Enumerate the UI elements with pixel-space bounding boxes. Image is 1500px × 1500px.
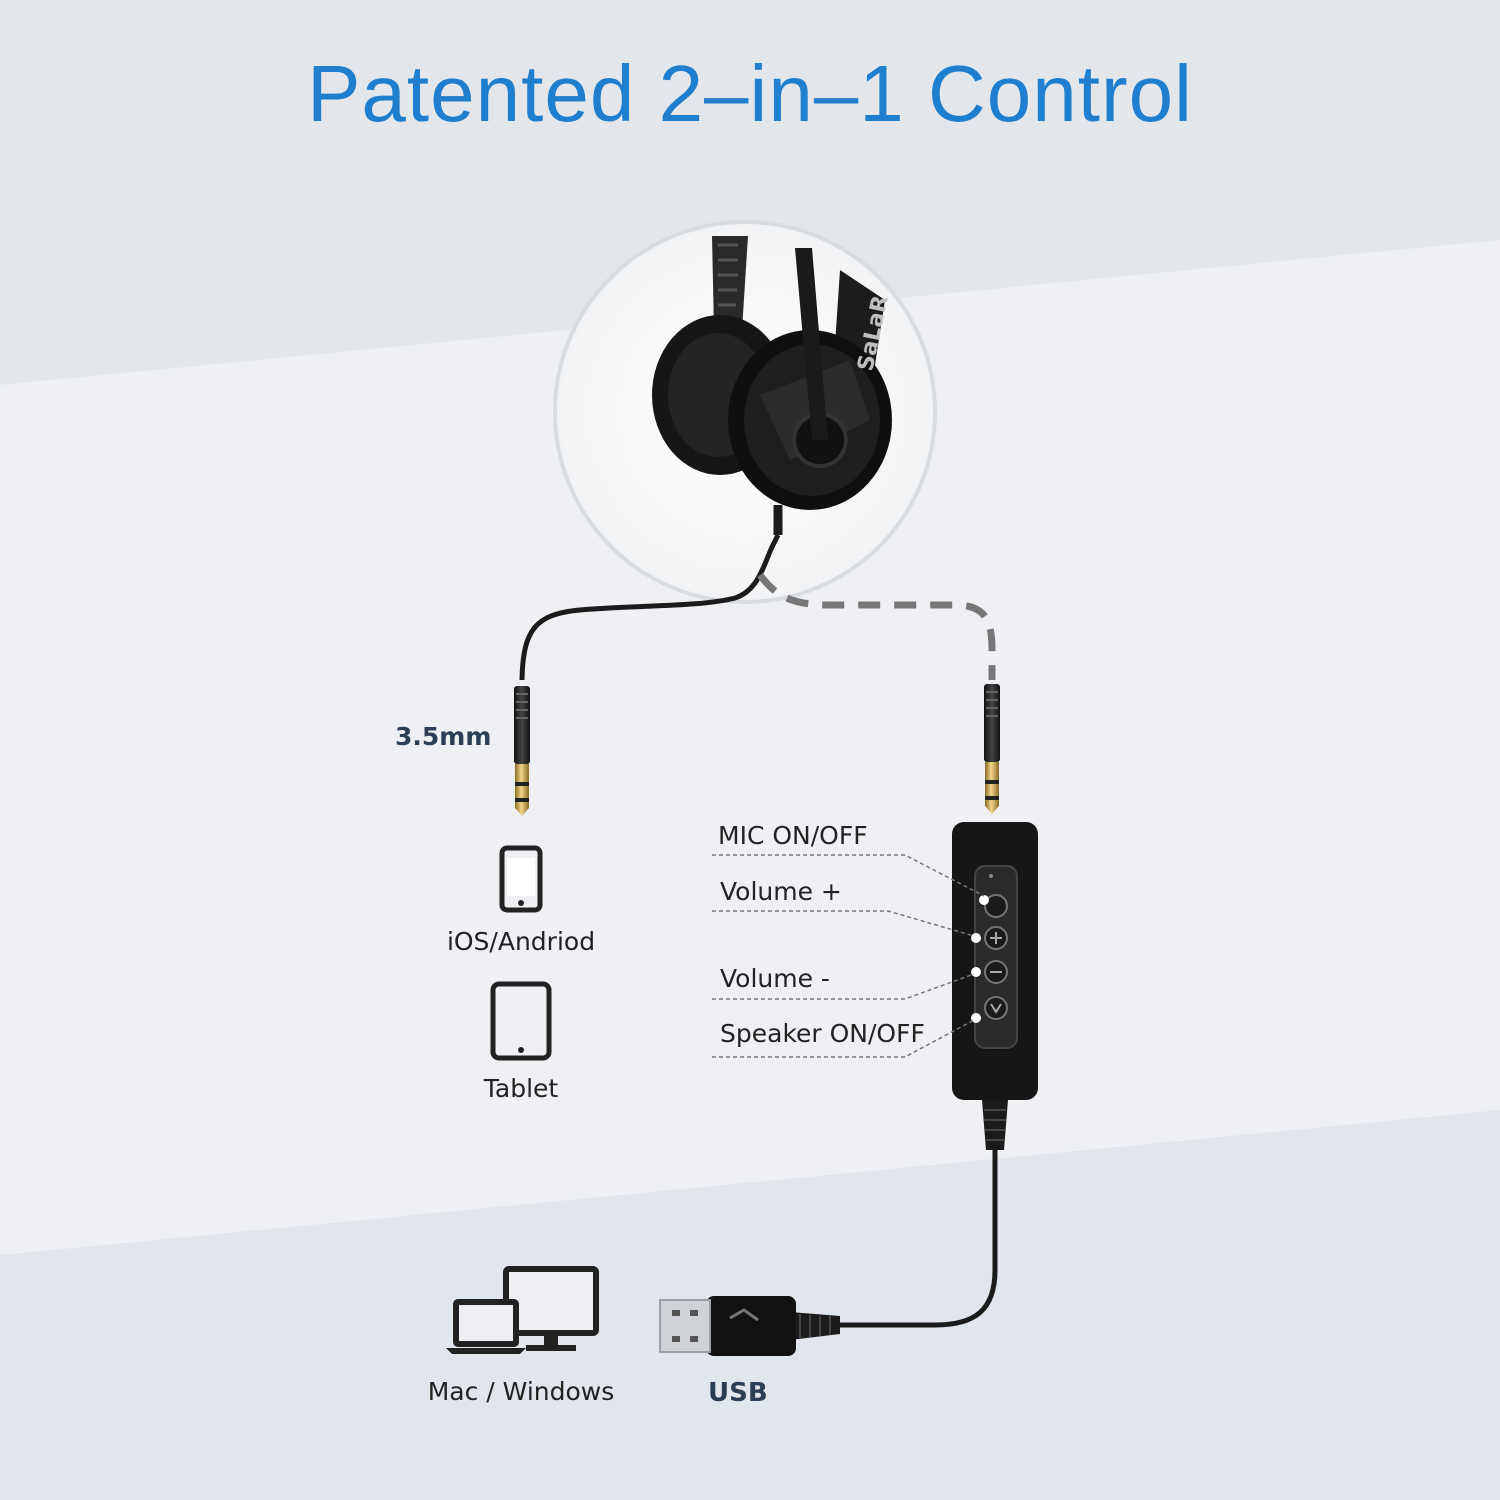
page-title: Patented 2–in–1 Control [307, 49, 1193, 138]
usb-plug [659, 1296, 840, 1356]
control-leader-lines [712, 854, 985, 1058]
tablet-label: Tablet [483, 1074, 559, 1103]
phone-label: iOS/Andriod [446, 927, 596, 956]
volume-down-button[interactable] [971, 960, 1008, 984]
headset-image: SaLaR [553, 220, 937, 604]
speaker-onoff-label: Speaker ON/OFF [720, 1019, 925, 1048]
jack-3-5mm-right [984, 684, 1000, 814]
connection-dashed-line [757, 572, 996, 680]
smartphone-icon [499, 845, 543, 913]
usb-cable [840, 1150, 998, 1328]
speaker-onoff-button[interactable] [971, 996, 1008, 1023]
jack-3-5mm-left [514, 686, 530, 816]
volume-down-label: Volume - [720, 964, 830, 993]
computer-label: Mac / Windows [427, 1377, 615, 1406]
mic-onoff-label: MIC ON/OFF [718, 821, 868, 850]
tablet-icon [490, 981, 552, 1061]
usb-label: USB [708, 1378, 768, 1408]
jack-size-label: 3.5mm [395, 722, 492, 751]
computer-icon [446, 1266, 599, 1354]
volume-up-label: Volume + [720, 877, 842, 906]
mic-onoff-button[interactable] [979, 894, 1008, 918]
volume-up-button[interactable] [971, 926, 1008, 950]
